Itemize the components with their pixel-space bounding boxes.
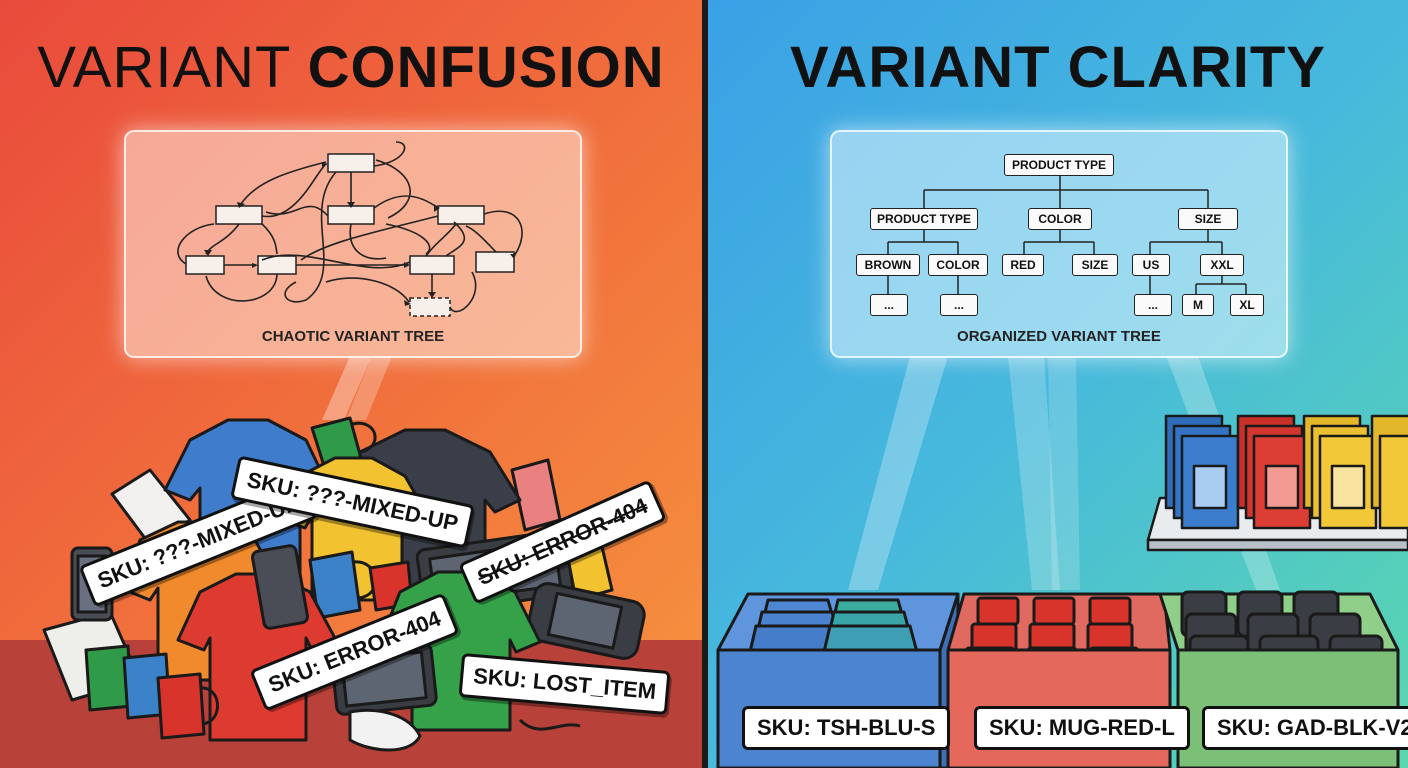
tree-node-size-sub: SIZE <box>1072 254 1118 276</box>
organized-tree-edges <box>887 174 1247 294</box>
tree-node-color: COLOR <box>1028 208 1092 230</box>
tree-node-m: M <box>1182 294 1214 316</box>
shelf-area <box>716 414 1408 768</box>
panel-divider <box>702 0 708 768</box>
clarity-title: VARIANT CLARITY <box>708 34 1408 101</box>
tree-node-color-sub: COLOR <box>928 254 988 276</box>
crate-label-tshirt: SKU: TSH-BLU-S <box>742 706 951 750</box>
chaotic-tree-hologram: CHAOTIC VARIANT TREE <box>124 130 582 358</box>
cable <box>518 718 581 731</box>
crate-label-mug: SKU: MUG-RED-L <box>974 706 1190 750</box>
tree-node-brown: BROWN <box>856 254 920 276</box>
tree-node-us: US <box>1132 254 1170 276</box>
tree-node-ellipsis: ... <box>1134 294 1172 316</box>
tree-node-size: SIZE <box>1178 208 1238 230</box>
tree-node-product-type: PRODUCT TYPE <box>870 208 978 230</box>
tree-node-red: RED <box>1002 254 1044 276</box>
tree-node-ellipsis: ... <box>870 294 908 316</box>
tree-node-xxl: XXL <box>1200 254 1244 276</box>
organized-tree-caption: ORGANIZED VARIANT TREE <box>957 328 1161 345</box>
chaotic-tree-caption: CHAOTIC VARIANT TREE <box>261 328 445 345</box>
clarity-panel: VARIANT CLARITY PRODUCT TYPE PRODUCT TYP… <box>708 0 1408 768</box>
title-bold: CONFUSION <box>307 35 665 100</box>
chaotic-tree-diagram <box>177 141 523 317</box>
tree-node <box>437 205 485 225</box>
red-mug <box>156 672 206 740</box>
phone <box>251 544 309 630</box>
sock <box>348 708 422 752</box>
crate-label-gadget: SKU: GAD-BLK-V2 <box>1202 706 1408 750</box>
title-regular: VARIANT <box>37 35 291 100</box>
mug-handle <box>351 421 377 454</box>
confusion-panel: VARIANT CONFUSION <box>0 0 702 768</box>
package <box>510 458 562 532</box>
organized-tree-hologram: PRODUCT TYPE PRODUCT TYPE COLOR SIZE BRO… <box>830 130 1288 358</box>
tree-node-ellipsis: ... <box>940 294 978 316</box>
confusion-title: VARIANT CONFUSION <box>0 34 702 101</box>
tree-node-root: PRODUCT TYPE <box>1004 154 1114 176</box>
title-bold: VARIANT CLARITY <box>790 35 1326 100</box>
blue-mug <box>308 550 362 620</box>
tree-node-xl: XL <box>1230 294 1264 316</box>
